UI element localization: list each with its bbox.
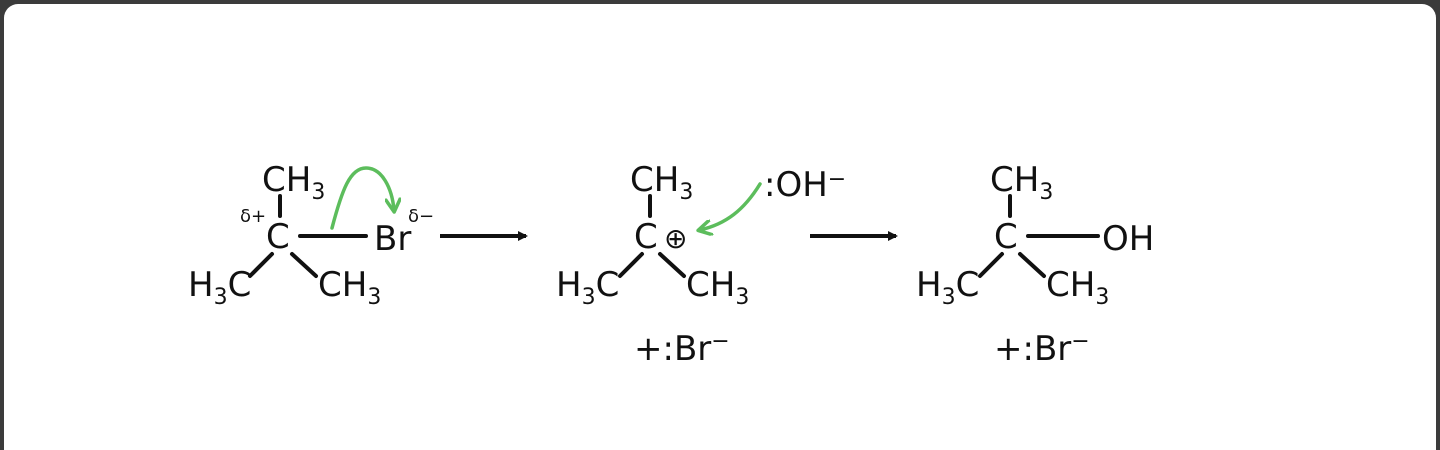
mol3-central-carbon: C: [994, 217, 1018, 257]
mol1-top-methyl: CH3: [262, 160, 325, 205]
curly-arrow-bond-cleavage: [330, 166, 394, 230]
mol2-bond-right: [658, 252, 686, 278]
molecule-2-carbocation: CH3 C ⊕ :OH− H3C CH3 +:Br−: [556, 160, 846, 369]
mol3-right-methyl: CH3: [1046, 265, 1109, 310]
mol1-bromine: Br: [374, 219, 411, 259]
mol3-left-methyl: H3C: [916, 265, 979, 310]
mol3-bromide-byproduct: +:Br−: [994, 329, 1090, 369]
mol3-hydroxyl: OH: [1102, 219, 1154, 259]
mol1-left-methyl: H3C: [188, 265, 251, 310]
mol3-bond-left: [978, 252, 1004, 278]
mol1-central-carbon: C: [266, 217, 290, 257]
curly-arrow-nucleophile-attack: [700, 182, 762, 230]
mol1-delta-minus: δ−: [408, 206, 434, 227]
mol3-top-methyl: CH3: [990, 160, 1053, 205]
mol1-delta-plus: δ+: [240, 206, 266, 227]
mol3-bond-right: [1018, 252, 1046, 278]
mol1-bond-right: [290, 252, 318, 278]
mol2-top-methyl: CH3: [630, 160, 693, 205]
mol1-right-methyl: CH3: [318, 265, 381, 310]
mol1-bond-left: [248, 252, 274, 278]
mol2-bromide-byproduct: +:Br−: [634, 329, 730, 369]
mol2-right-methyl: CH3: [686, 265, 749, 310]
mol2-central-carbon: C: [634, 217, 658, 257]
mol2-positive-charge: ⊕: [664, 222, 687, 255]
mol2-bond-left: [618, 252, 644, 278]
mol2-left-methyl: H3C: [556, 265, 619, 310]
molecule-3-tert-butanol: CH3 C OH H3C CH3 +:Br−: [916, 160, 1154, 369]
diagram-card: CH3 δ+ C Br δ− H3C CH3 CH3 C ⊕ :OH− H3C …: [4, 4, 1436, 450]
mol2-hydroxide: :OH−: [764, 165, 846, 205]
reaction-scheme: CH3 δ+ C Br δ− H3C CH3 CH3 C ⊕ :OH− H3C …: [188, 160, 1154, 369]
molecule-1-tert-butyl-bromide: CH3 δ+ C Br δ− H3C CH3: [188, 160, 434, 310]
